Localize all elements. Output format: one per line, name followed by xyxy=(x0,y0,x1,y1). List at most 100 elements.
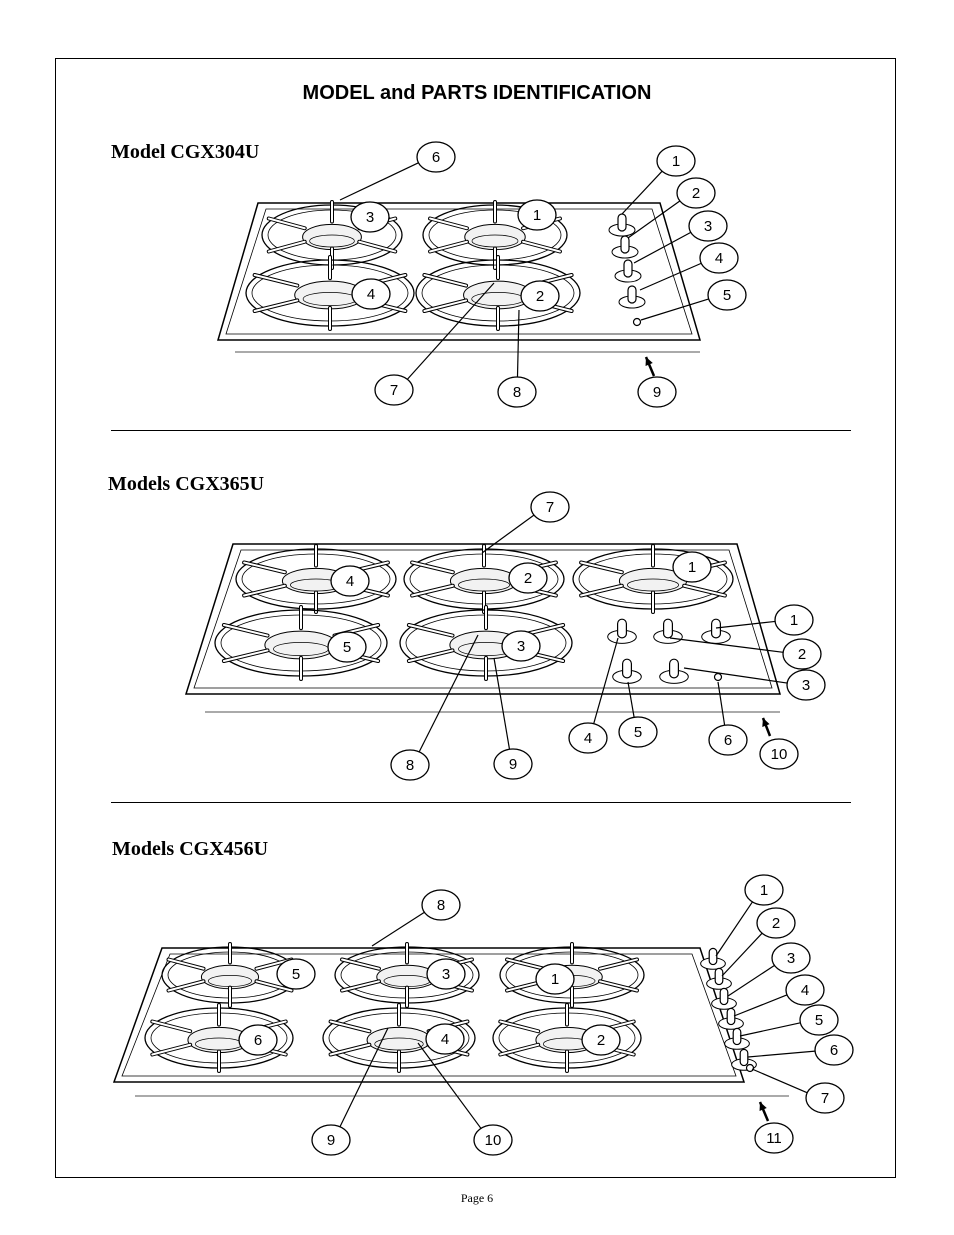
grate-finger-highlight xyxy=(151,1043,192,1056)
callout-number: 4 xyxy=(441,1031,449,1048)
grate-finger-highlight xyxy=(267,217,306,230)
callout-number: 6 xyxy=(830,1042,838,1059)
burner-cap xyxy=(200,964,260,990)
panel-inner-edge xyxy=(193,549,773,689)
callout-circle xyxy=(390,749,430,781)
callout-circle xyxy=(425,1023,465,1055)
callout-number: 2 xyxy=(524,570,532,587)
part-callout: 2 xyxy=(627,177,716,239)
part-callout: 7 xyxy=(481,491,570,554)
grate-finger-highlight xyxy=(580,584,623,597)
callout-number: 7 xyxy=(546,499,554,516)
part-callout: 4 xyxy=(733,974,825,1017)
leader-line xyxy=(669,637,784,653)
part-callout: 1 xyxy=(535,963,575,995)
callout-circle xyxy=(688,210,728,242)
callout-circle xyxy=(497,376,537,408)
panel-inner-edge xyxy=(121,953,737,1077)
grate-finger-highlight xyxy=(499,1043,540,1056)
grate-finger-highlight xyxy=(522,240,561,253)
page-number: Page 6 xyxy=(460,1191,494,1205)
grate-finger-highlight xyxy=(423,274,468,287)
callout-circle xyxy=(535,963,575,995)
part-callout: 5 xyxy=(739,1004,839,1037)
callout-circle xyxy=(374,374,414,406)
burner-cap xyxy=(464,223,526,251)
leader-line xyxy=(418,634,479,753)
leader-line xyxy=(493,657,511,751)
part-callout: 3 xyxy=(727,942,811,997)
leader-line xyxy=(683,667,788,684)
grate-finger-highlight xyxy=(341,958,380,970)
callout-circle xyxy=(786,669,826,701)
callout-circle xyxy=(799,1004,839,1036)
callout-number: 5 xyxy=(634,724,642,741)
leader-line xyxy=(339,162,419,201)
leader-line xyxy=(481,514,535,554)
leader-line xyxy=(627,200,681,239)
leader-line xyxy=(640,298,709,321)
callout-circle xyxy=(330,565,370,597)
leader-line xyxy=(715,900,754,957)
callout-circle xyxy=(707,279,747,311)
grate-finger-highlight xyxy=(599,958,638,970)
part-callout: 6 xyxy=(238,1024,278,1056)
grate-finger-highlight xyxy=(255,980,293,992)
control-knob xyxy=(617,213,627,232)
arrow-head xyxy=(759,1102,767,1111)
leader-line xyxy=(417,1042,482,1130)
leader-line xyxy=(727,964,776,997)
callout-number: 1 xyxy=(790,612,798,629)
section-divider xyxy=(111,430,851,431)
part-callout: 1 xyxy=(715,604,814,636)
part-callout: 1 xyxy=(672,551,712,583)
section-3-title: Models CGX456U xyxy=(112,838,269,860)
callout-number: 5 xyxy=(343,639,351,656)
leader-line xyxy=(516,309,520,379)
grate-finger-highlight xyxy=(167,980,205,992)
grate-finger-highlight xyxy=(683,584,726,597)
control-knob xyxy=(668,658,679,679)
grate-finger-highlight xyxy=(243,584,286,597)
grate-finger-highlight xyxy=(151,1020,192,1033)
callout-number: 1 xyxy=(533,207,541,224)
callout-circle xyxy=(238,1024,278,1056)
callout-circle xyxy=(351,278,391,310)
part-callout: 1 xyxy=(621,145,696,215)
callout-circle xyxy=(311,1124,351,1156)
part-callout: 4 xyxy=(425,1023,465,1055)
control-knob xyxy=(621,658,632,679)
callout-circle xyxy=(473,1124,513,1156)
grate-finger-highlight xyxy=(411,561,454,574)
callout-number: 4 xyxy=(346,573,354,590)
control-knob xyxy=(726,1007,736,1026)
callout-number: 3 xyxy=(366,209,374,226)
callout-number: 1 xyxy=(688,559,696,576)
callout-number: 4 xyxy=(584,730,592,747)
part-callout: 7 xyxy=(751,1068,845,1114)
control-knob xyxy=(627,285,637,304)
part-callout: 4 xyxy=(568,637,619,754)
callout-number: 9 xyxy=(327,1132,335,1149)
callout-circle xyxy=(618,716,658,748)
callout-number: 8 xyxy=(437,897,445,914)
callout-circle xyxy=(759,738,799,770)
control-knob xyxy=(708,947,718,966)
callout-circle xyxy=(520,280,560,312)
callout-circle xyxy=(676,177,716,209)
callout-number: 2 xyxy=(772,915,780,932)
callout-circle xyxy=(708,724,748,756)
callout-number: 8 xyxy=(406,757,414,774)
control-knob xyxy=(662,618,673,639)
leader-line xyxy=(715,620,776,629)
callout-number: 5 xyxy=(292,966,300,983)
part-callout: 1 xyxy=(715,874,784,957)
part-callout: 2 xyxy=(508,562,548,594)
control-knob xyxy=(739,1048,749,1067)
part-callout: 6 xyxy=(339,141,456,201)
grate-finger-highlight xyxy=(222,624,269,637)
callout-circle xyxy=(493,748,533,780)
part-callout: 5 xyxy=(276,958,316,990)
